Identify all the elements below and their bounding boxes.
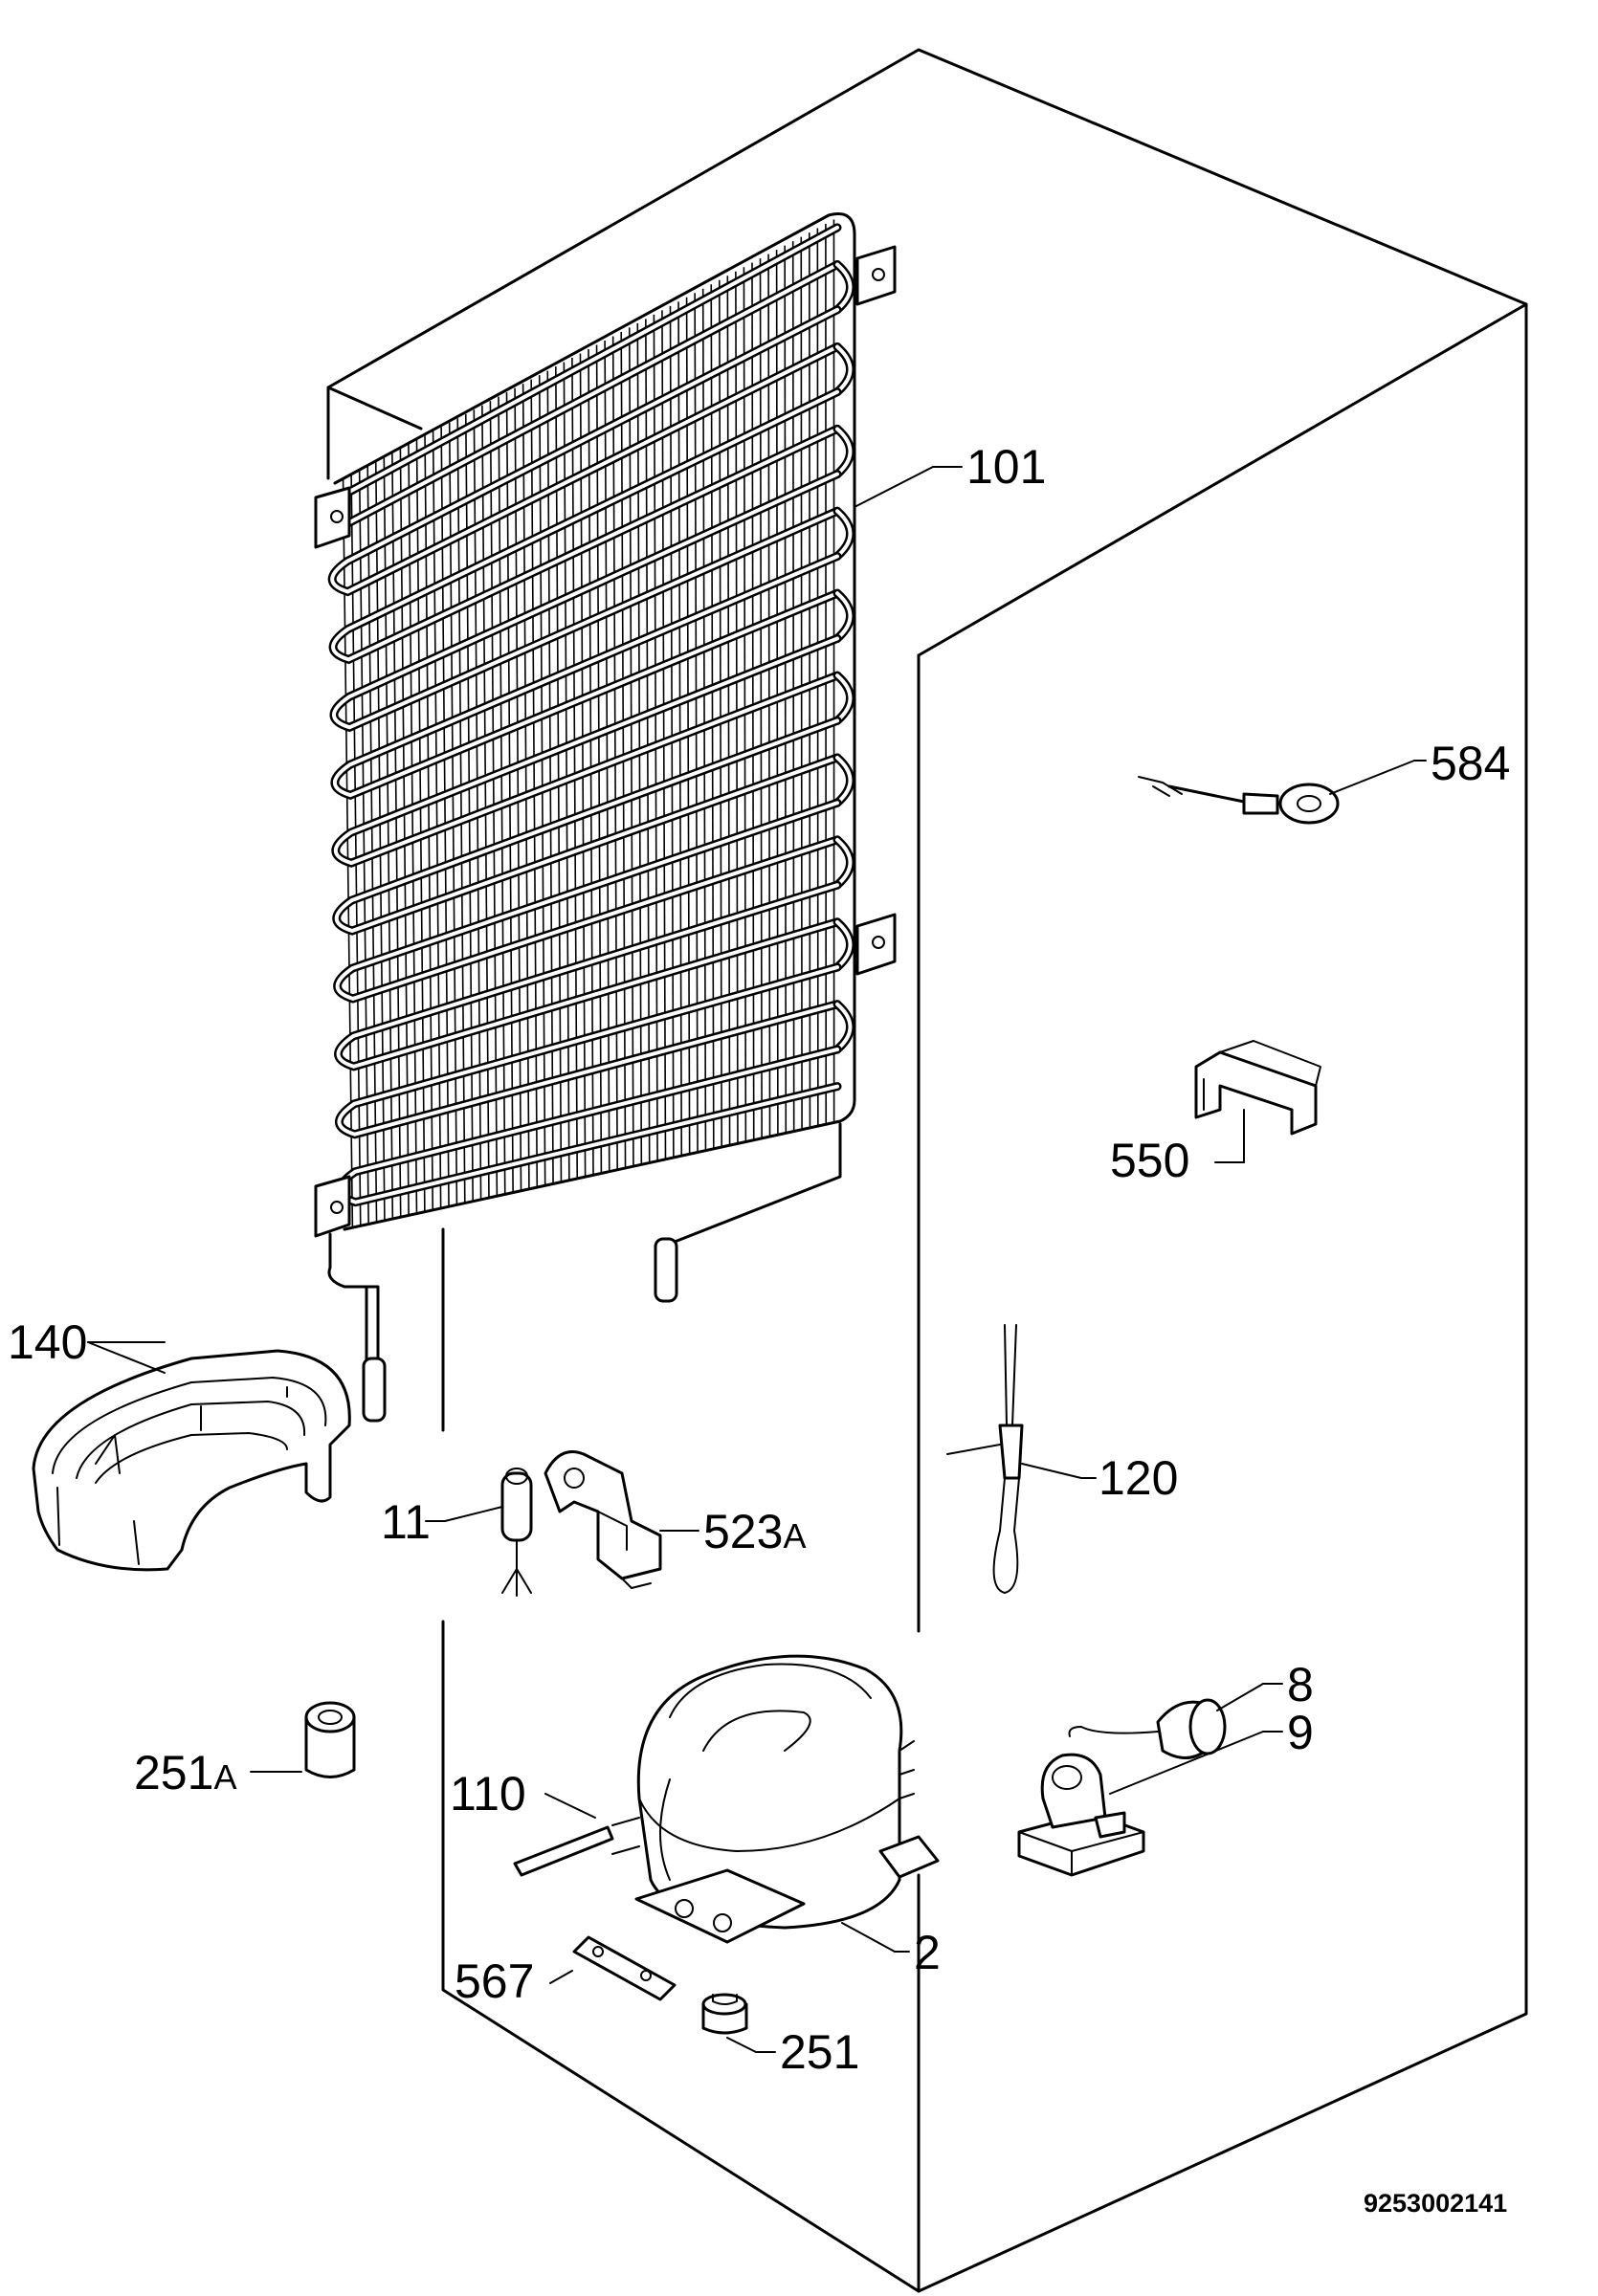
label-550: 550 [1110,1134,1189,1187]
condenser-tube-loop-inner [331,389,839,662]
condenser-tube-loop-inner [333,636,839,866]
part-550-clip [1194,1040,1321,1163]
condenser-wire-grid [342,219,835,1228]
condenser-wire [751,262,755,1139]
label-9: 9 [1287,1706,1314,1759]
condenser-tube-loop-inner [334,718,839,934]
condenser-tube-loop-inner [336,883,839,1069]
label-8: 8 [1287,1658,1314,1711]
part-120-lead [946,1324,1082,1594]
condenser-tube-bend-inner [835,1002,853,1051]
condenser-tube-bend-inner [835,756,853,806]
condenser-coil-tube [326,223,854,1207]
drawing-number: 9253002141 [1364,2189,1507,2218]
condenser-tube-bend-inner [835,837,853,888]
label-110: 110 [450,1767,526,1821]
label-523a: 523A [703,1505,806,1558]
condenser-tube-bend-inner [835,919,853,970]
label-523a-number: 523 [703,1505,783,1558]
label-251a: 251A [134,1746,236,1799]
condenser-wire [784,245,788,1132]
condenser-bracket-top-right [855,245,897,306]
cabinet-outline [326,48,1528,2293]
part-11-filter-drier [444,1468,533,1597]
condenser-tube-bend-inner [835,427,853,476]
condenser-101 [314,212,934,1423]
condenser-tube-bend-inner [835,262,853,312]
part-251-grommet [701,1993,757,2053]
label-523a-suffix: A [783,1516,806,1556]
label-120: 120 [1099,1451,1178,1505]
condenser-wire [767,254,771,1136]
condenser-wire [800,236,803,1129]
condenser-tube-loop-inner [330,307,839,594]
condenser-bracket-top-left [314,486,351,549]
part-523a-bracket [544,1450,699,1589]
condenser-tube-bend-inner [835,509,853,559]
condenser-wire [759,258,763,1137]
condenser-tube-loop-inner [337,965,839,1137]
condenser-bracket-bottom-left [314,1175,351,1238]
part-8-relay [1068,1683,1264,1759]
label-101: 101 [966,440,1046,494]
condenser-outlet-stub [362,1357,387,1423]
label-251: 251 [780,2025,859,2079]
label-11: 11 [381,1495,431,1549]
condenser-tube-bend-inner [835,591,853,641]
condenser-inlet-stub [654,1237,678,1303]
condenser-tube-bend-inner [835,673,853,723]
part-110-process-tube [513,1793,614,1877]
label-251a-number: 251 [134,1746,213,1799]
condenser-wire [791,241,795,1131]
part-584-sensor-plug [1138,760,1415,825]
part-140-drip-tray [32,1341,351,1572]
part-2-compressor [611,1654,940,1953]
label-567: 567 [455,1954,534,2008]
part-567-plate [549,1935,677,2001]
part-251a-grommet [250,1701,356,1778]
condenser-wire [775,250,779,1134]
label-251a-suffix: A [213,1757,236,1797]
condenser-tube-loop-inner [332,472,839,730]
label-584: 584 [1431,737,1510,790]
condenser-tube-bend-inner [835,344,853,394]
condenser-tube-loop-inner [335,801,839,1002]
label-140: 140 [8,1315,87,1369]
part-9-protector [1017,1731,1264,1877]
condenser-tube-loop-inner [332,554,839,798]
condenser-bracket-mid-right [855,913,897,976]
label-2: 2 [914,1926,941,1979]
